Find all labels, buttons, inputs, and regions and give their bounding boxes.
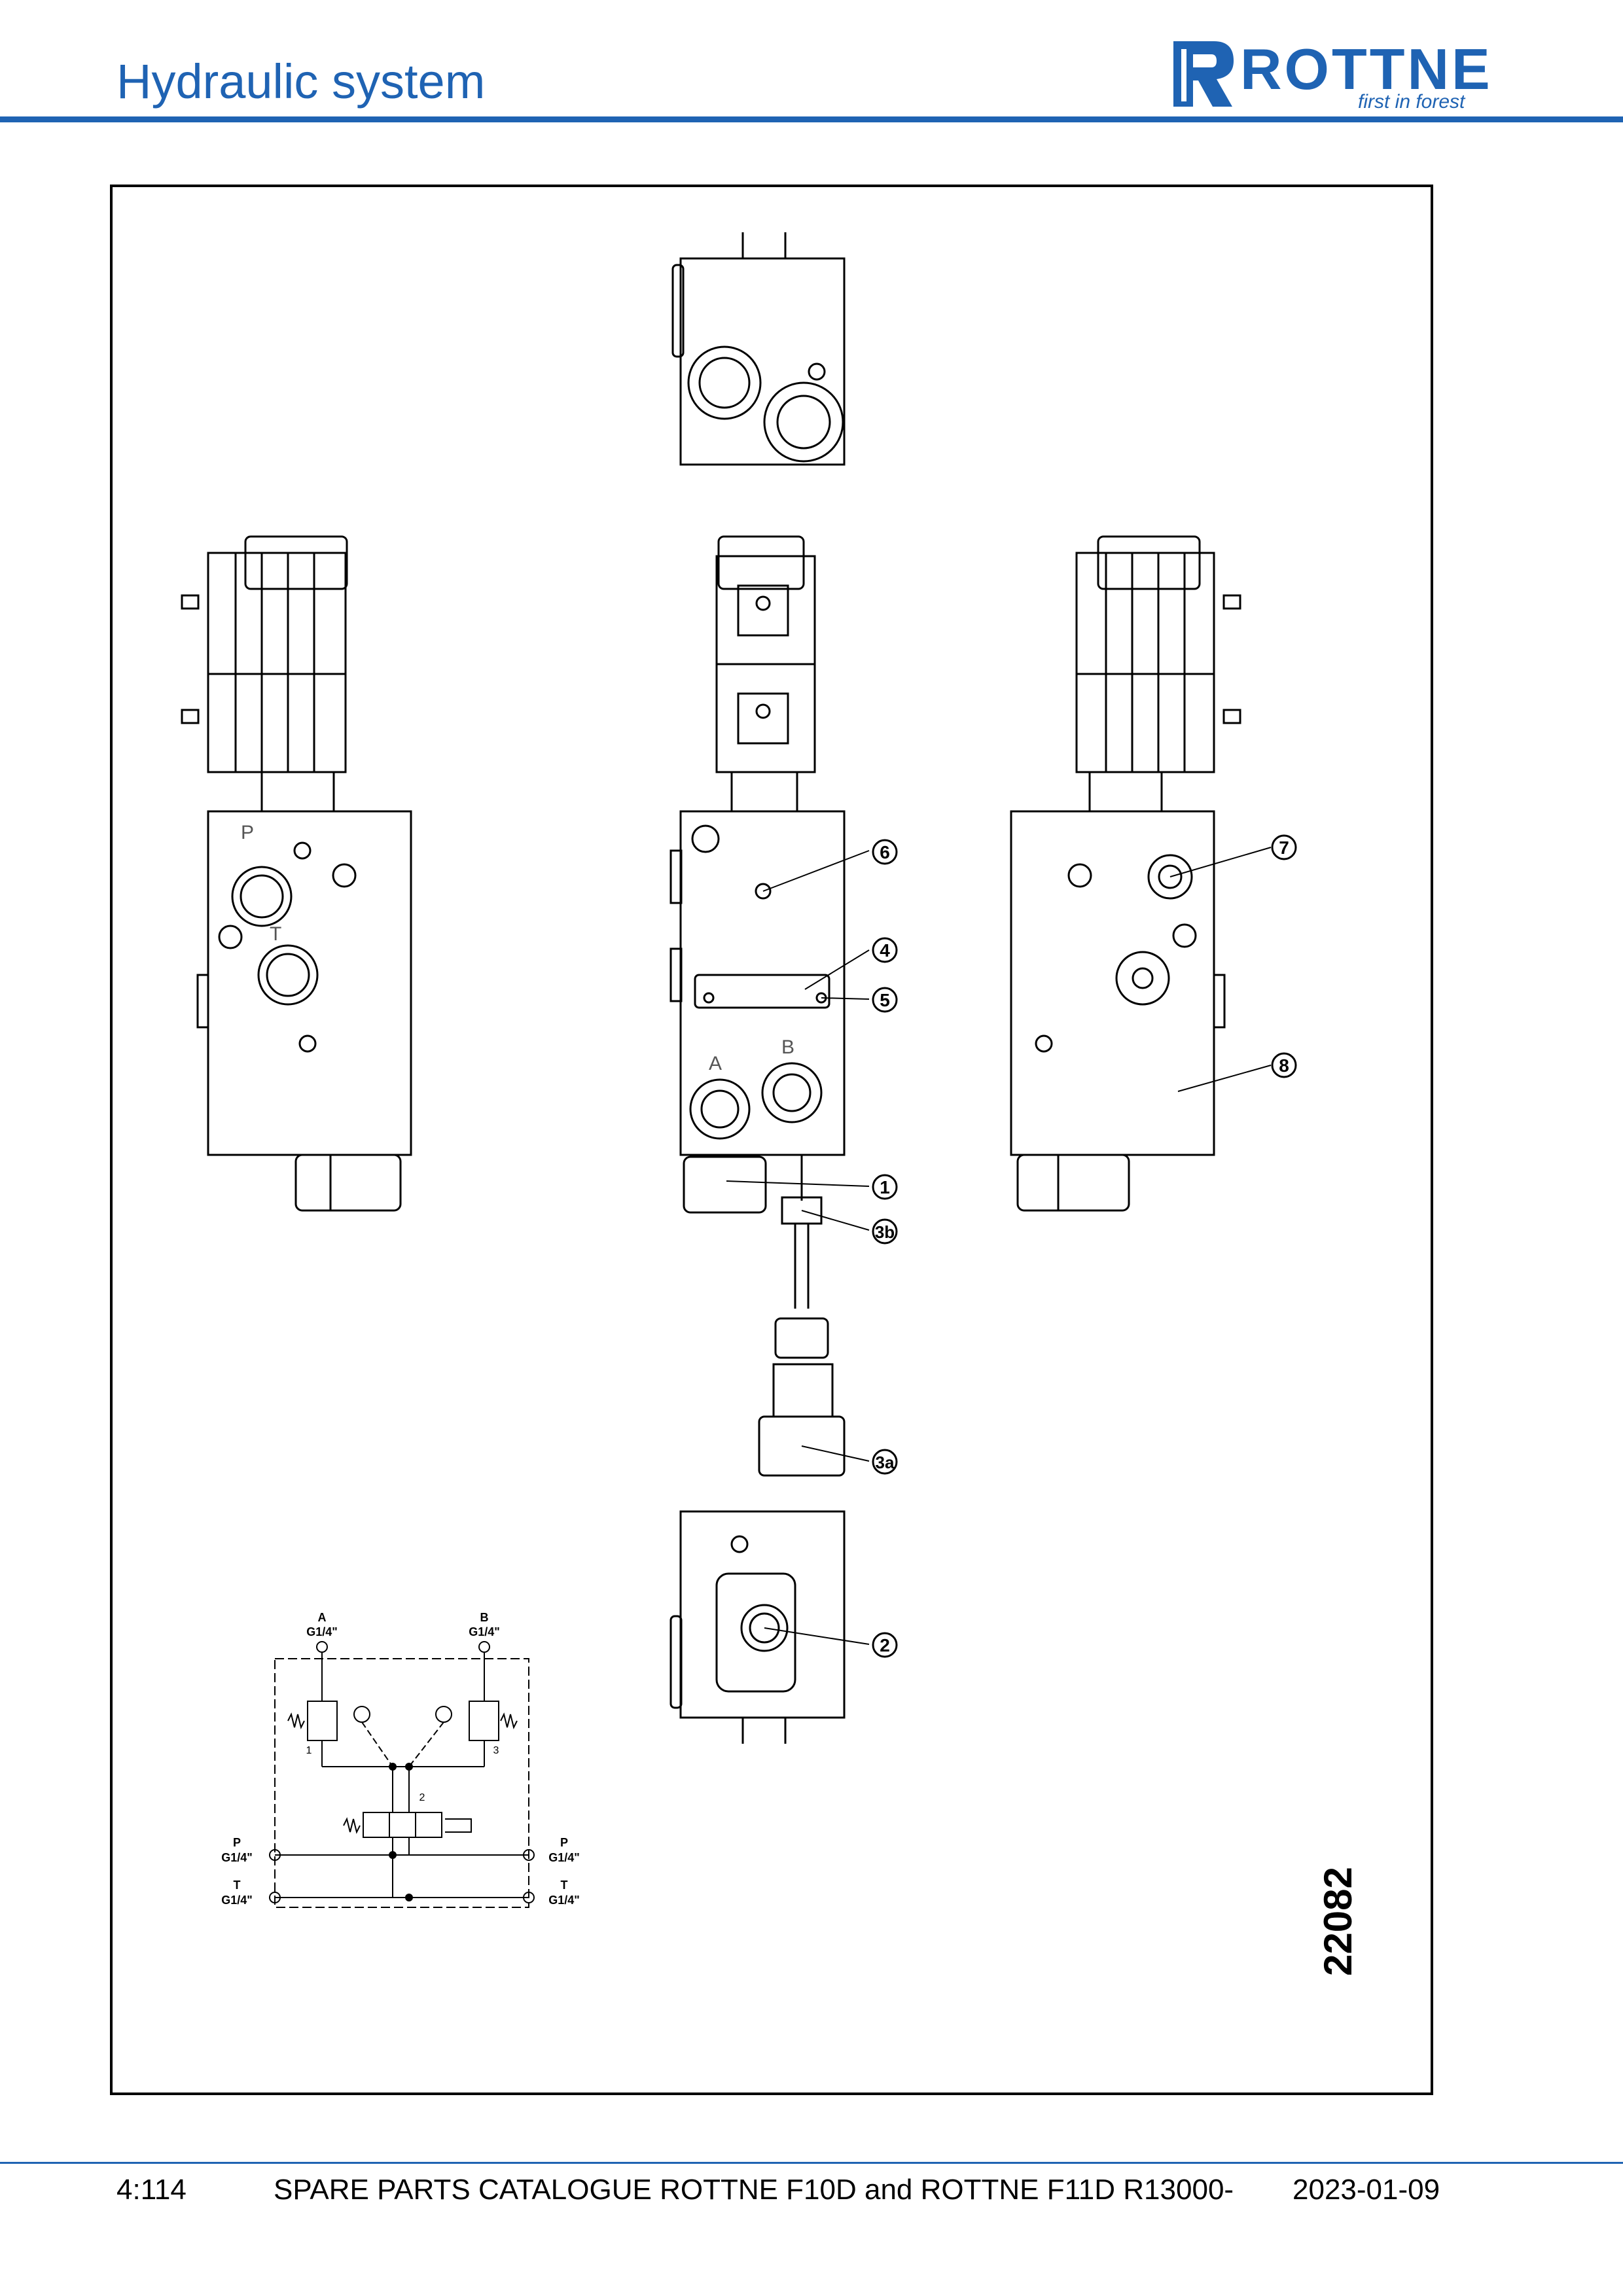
footer-catalogue-title: SPARE PARTS CATALOGUE ROTTNE F10D and RO… xyxy=(274,2174,1234,2206)
footer-page-number: 4:114 xyxy=(116,2174,187,2206)
schematic-p-thread-right: G1/4" xyxy=(548,1851,580,1864)
callout-7 xyxy=(1271,834,1297,860)
port-t-label: T xyxy=(270,923,281,945)
footer-rule xyxy=(0,2162,1623,2164)
schematic-t-label-left: T xyxy=(234,1879,241,1892)
callout-1 xyxy=(872,1174,898,1200)
callout-5-label: 5 xyxy=(880,990,890,1010)
callout-5 xyxy=(872,987,898,1013)
rottne-logo: ROTTNE first in forest xyxy=(1168,36,1515,113)
schematic-t-label-right: T xyxy=(561,1879,568,1892)
header-rule xyxy=(0,116,1623,122)
callout-3a-label: 3a xyxy=(876,1453,895,1472)
leader-lines xyxy=(726,847,1272,1645)
port-p-label: P xyxy=(241,822,254,843)
valve-left-view: P T xyxy=(181,535,412,1212)
logo-tagline: first in forest xyxy=(1358,91,1465,113)
hydraulic-schematic: A G1/4" B G1/4" xyxy=(221,1611,580,1908)
callout-8 xyxy=(1271,1052,1297,1078)
port-a-label: A xyxy=(709,1053,722,1074)
callout-8-label: 8 xyxy=(1279,1055,1289,1076)
callout-1-label: 1 xyxy=(880,1177,890,1197)
schematic-a-label: A xyxy=(318,1611,327,1624)
rottne-logo-mark-icon xyxy=(1173,41,1234,107)
drawing-number: 22082 xyxy=(1316,1867,1360,1976)
schematic-t-thread-right: G1/4" xyxy=(548,1894,580,1907)
logo-wordmark: ROTTNE xyxy=(1240,37,1493,101)
schematic-b-thread: G1/4" xyxy=(469,1625,500,1638)
callout-3b xyxy=(872,1218,898,1245)
valve-front-view: A B xyxy=(669,535,846,1477)
schematic-a-thread: G1/4" xyxy=(306,1625,338,1638)
callout-4-label: 4 xyxy=(880,940,890,961)
callout-3a xyxy=(872,1449,898,1475)
page-title: Hydraulic system xyxy=(116,54,486,109)
callout-6 xyxy=(872,839,898,865)
valve-bottom-view xyxy=(669,1510,846,1744)
callout-2 xyxy=(872,1632,898,1658)
callout-2-label: 2 xyxy=(880,1635,890,1655)
callout-6-label: 6 xyxy=(880,842,890,862)
callout-4 xyxy=(872,937,898,963)
callout-7-label: 7 xyxy=(1279,838,1289,858)
schematic-b-label: B xyxy=(480,1611,489,1624)
footer-date: 2023-01-09 xyxy=(1293,2174,1440,2206)
schematic-t-thread-left: G1/4" xyxy=(221,1894,253,1907)
drawing-frame xyxy=(110,185,1433,2095)
schematic-node-1: 1 xyxy=(306,1745,312,1756)
valve-top-view xyxy=(671,232,846,466)
port-b-label: B xyxy=(781,1036,794,1058)
schematic-p-thread-left: G1/4" xyxy=(221,1851,253,1864)
schematic-node-2: 2 xyxy=(419,1792,425,1803)
valve-right-view xyxy=(1010,535,1241,1212)
callout-3b-label: 3b xyxy=(875,1222,895,1242)
callouts: 6 4 5 1 3b 3a 2 7 8 xyxy=(872,834,1297,1658)
schematic-node-3: 3 xyxy=(493,1745,499,1756)
schematic-p-label-right: P xyxy=(560,1836,568,1849)
schematic-p-label-left: P xyxy=(233,1836,241,1849)
